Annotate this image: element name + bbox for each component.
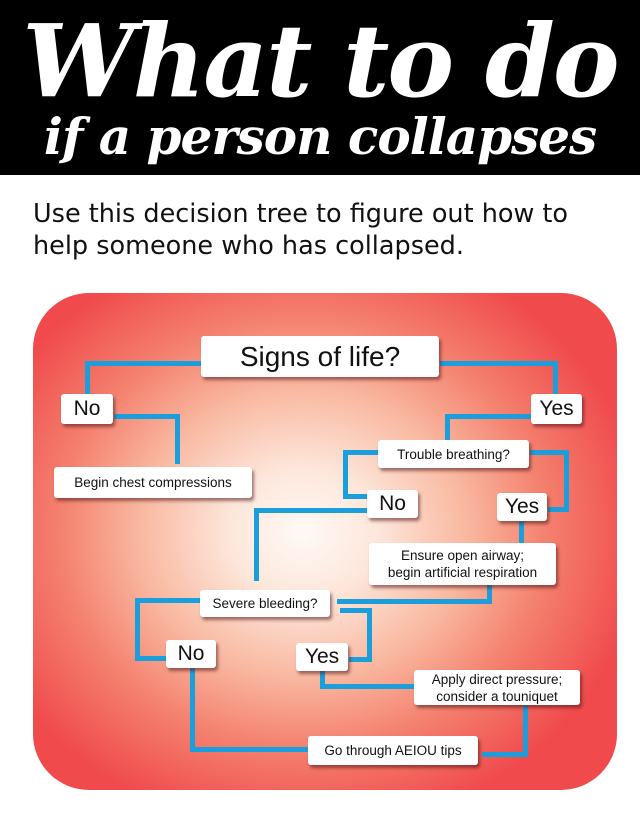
intro-line-2: help someone who has collapsed. (33, 231, 464, 261)
connector-bleeding-yes (340, 608, 372, 613)
connector-no-aeiou (190, 668, 195, 752)
intro-line-1: Use this decision tree to figure out how… (33, 199, 569, 229)
node-sol-yes: Yes (531, 394, 582, 424)
connector-trouble-yes (530, 450, 569, 455)
connector-trouble-no (343, 494, 368, 499)
connector-airway-bleeding (337, 599, 492, 604)
node-chest-compressions: Begin chest compressions (54, 467, 252, 498)
connector-bleeding-no (135, 598, 201, 603)
intro-text: Use this decision tree to figure out how… (33, 198, 633, 262)
connector-trouble-no (343, 450, 348, 498)
connector-pressure-aeiou (523, 705, 528, 757)
airway-line-2: begin artificial respiration (387, 565, 538, 580)
node-signs-of-life: Signs of life? (201, 336, 439, 377)
page-title: What to do (22, 2, 619, 120)
connector-trouble-yes (548, 507, 569, 512)
node-sb-no: No (166, 640, 216, 668)
connector-trouble-no (343, 450, 379, 455)
node-severe-bleeding: Severe bleeding? (200, 590, 330, 617)
connector-airway-bleeding (487, 585, 492, 603)
node-tb-yes: Yes (497, 493, 547, 521)
connector-trouble-yes (564, 450, 569, 512)
connector-bleeding-yes (367, 608, 372, 662)
connector-no-chest (175, 414, 180, 464)
node-ensure-airway: Ensure open airway; begin artificial res… (369, 543, 556, 585)
connector-sol-no (85, 361, 90, 395)
node-aeiou: Go through AEIOU tips (308, 736, 478, 765)
connector-sol-yes (440, 361, 558, 366)
connector-yes-airway (519, 521, 524, 544)
connector-sol-yes (553, 361, 558, 395)
node-sb-yes: Yes (296, 643, 348, 671)
connector-bleeding-yes (349, 657, 372, 662)
header-banner: What to do if a person collapses (0, 0, 640, 175)
connector-sol-no (85, 361, 203, 366)
connector-no-chest (114, 414, 180, 419)
node-trouble-breathing: Trouble breathing? (378, 440, 529, 468)
node-tb-no: No (367, 490, 418, 518)
connector-yes-trouble (445, 414, 450, 441)
connector-yes-pressure (320, 684, 415, 689)
connector-pressure-aeiou (482, 752, 528, 757)
pressure-line-2: consider a touniquet (436, 688, 558, 704)
connector-no-bleeding (254, 508, 259, 581)
connector-bleeding-no (135, 598, 140, 661)
connector-bleeding-no (135, 656, 166, 661)
connector-no-aeiou (190, 747, 309, 752)
connector-yes-pressure (320, 671, 325, 689)
node-sol-no: No (61, 394, 113, 424)
connector-yes-trouble (445, 414, 531, 419)
node-apply-pressure: Apply direct pressure; consider a touniq… (414, 670, 580, 705)
pressure-line-1: Apply direct pressure; (431, 671, 563, 687)
connector-no-bleeding (254, 508, 368, 513)
airway-line-1: Ensure open airway; (400, 548, 525, 563)
page-subtitle: if a person collapses (43, 107, 597, 166)
